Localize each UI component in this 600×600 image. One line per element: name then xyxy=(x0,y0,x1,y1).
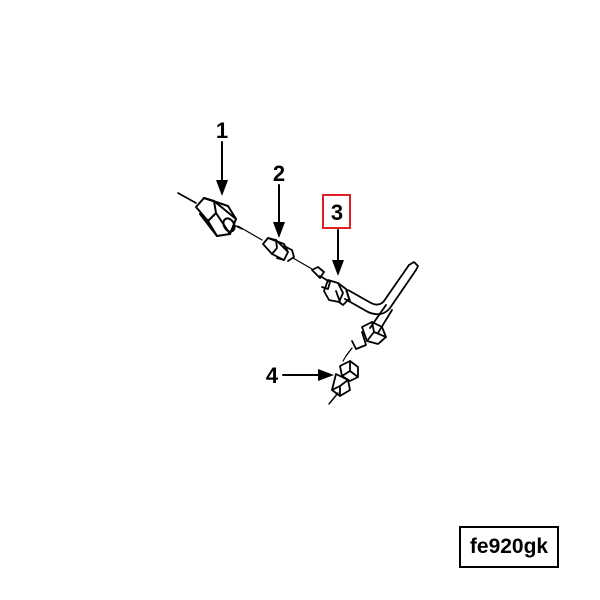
part-4-lower-fitting xyxy=(331,360,359,397)
part-3-brake-line-fitting xyxy=(311,266,351,306)
part-1-large-fitting xyxy=(195,197,243,237)
arrow-head-3 xyxy=(332,260,344,276)
figure-code: fe920gk xyxy=(469,535,549,558)
arrow-head-2 xyxy=(273,222,285,238)
part-2-union-fitting xyxy=(262,237,295,262)
callout-label-1: 1 xyxy=(216,118,228,143)
callout-3-highlight-box xyxy=(322,194,351,229)
callout-label-4: 4 xyxy=(266,363,279,388)
brake-tube xyxy=(344,261,419,334)
callout-label-3: 3 xyxy=(331,200,343,225)
lower-axis-line xyxy=(328,355,347,405)
figure-code-box: fe920gk xyxy=(459,526,559,568)
arrow-head-4 xyxy=(318,369,334,381)
callout-label-2: 2 xyxy=(273,161,285,186)
callout-arrows xyxy=(221,141,339,376)
lower-tube-nut xyxy=(345,321,387,357)
arrow-head-1 xyxy=(216,180,228,196)
